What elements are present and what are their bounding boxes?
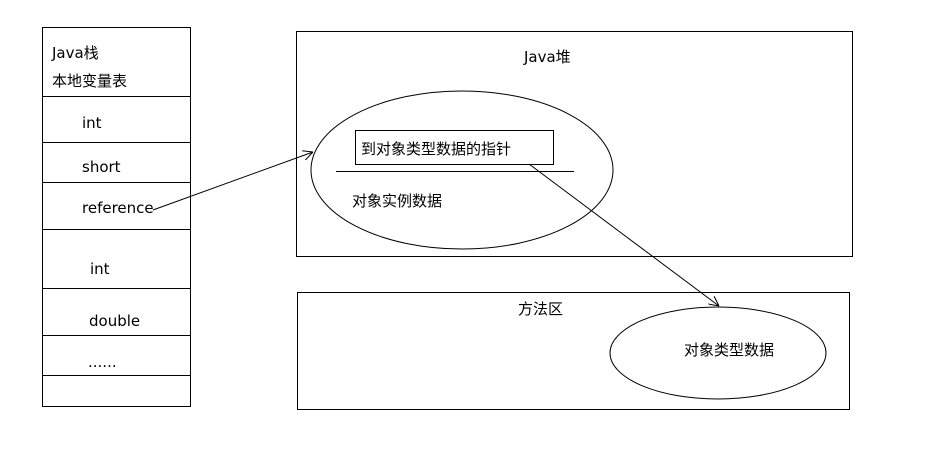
object-type-data-ellipse <box>609 306 827 400</box>
type-pointer-label: 到对象类型数据的指针 <box>361 140 511 158</box>
java-heap-title: Java堆 <box>523 48 571 66</box>
object-instance-ellipse <box>310 90 614 250</box>
method-area: 方法区 对象类型数据 <box>297 292 850 410</box>
method-area-title: 方法区 <box>518 300 563 318</box>
java-heap: Java堆 到对象类型数据的指针 对象实例数据 <box>296 31 853 257</box>
java-stack-frame <box>42 27 191 407</box>
pointer-to-type-data-arrow <box>528 163 719 306</box>
reference-to-instance-arrow <box>152 152 313 211</box>
stack-slot-int-2: int <box>90 260 110 278</box>
type-pointer-box <box>355 130 554 165</box>
stack-slot-double: double <box>89 312 140 330</box>
object-type-data-label: 对象类型数据 <box>684 341 774 359</box>
java-stack: Java栈 本地变量表 int short reference int doub… <box>42 27 191 407</box>
local-variable-table-label: 本地变量表 <box>52 72 127 90</box>
stack-slot-int: int <box>82 114 102 132</box>
java-stack-title: Java栈 <box>51 44 99 62</box>
stack-slot-reference: reference <box>82 199 154 217</box>
stack-slot-short: short <box>82 158 121 176</box>
stack-slot-ellipsis: ...... <box>88 353 117 371</box>
object-instance-data-label: 对象实例数据 <box>352 192 442 210</box>
